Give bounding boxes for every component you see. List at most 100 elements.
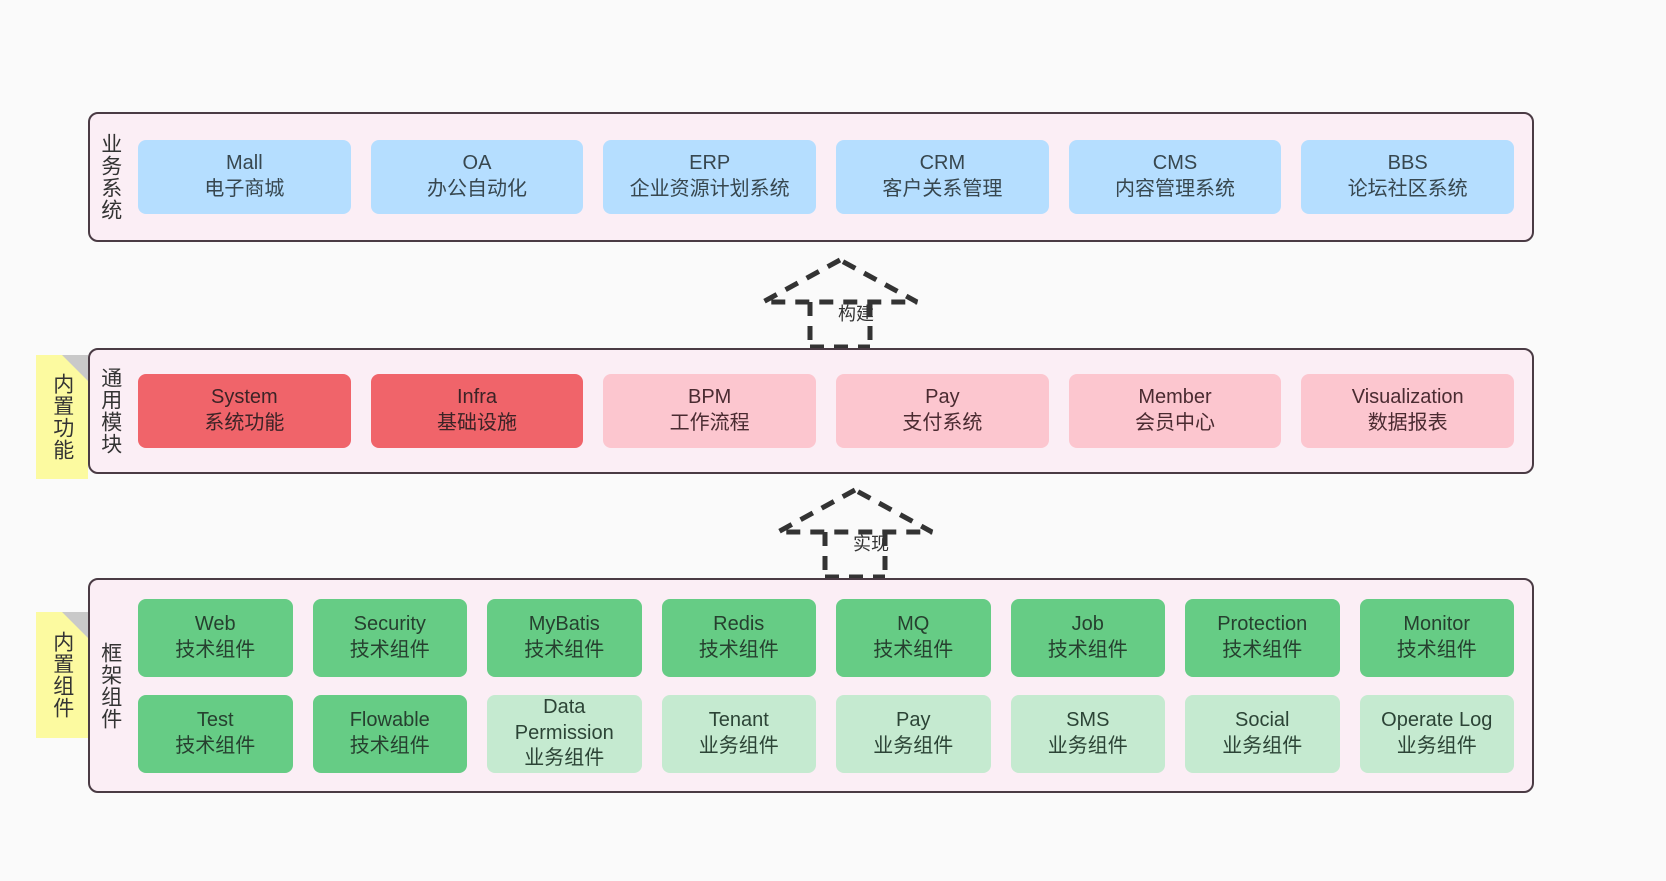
node-subtitle: 业务组件 (524, 747, 605, 770)
node-title: Visualization (1351, 386, 1464, 409)
arrow-build-icon (761, 257, 919, 350)
node-title: Protection (1217, 612, 1308, 635)
row: Web 技术组件 Security 技术组件 MyBatis 技术组件 Redi… (138, 598, 1514, 677)
node-member[interactable]: Member 会员中心 (1068, 374, 1282, 448)
node-title: Security (353, 612, 426, 635)
node-title: MQ (897, 612, 930, 635)
node-subtitle: 业务组件 (1396, 734, 1477, 757)
layer-business-systems-body: Mall 电子商城 OA 办公自动化 ERP 企业资源计划系统 CRM 客户关系… (130, 114, 1532, 240)
node-title: Pay (896, 708, 931, 731)
layer-business-systems: 业务系统 Mall 电子商城 OA 办公自动化 ERP 企业资源计划系统 CRM… (88, 112, 1534, 242)
arrow-build: 构建 (755, 252, 925, 352)
note-builtin-features-text: 内置功能 (50, 373, 74, 461)
node-subtitle: 数据报表 (1367, 412, 1448, 434)
node-title: Test (196, 708, 234, 731)
node-title: Monitor (1403, 612, 1471, 635)
node-subtitle: 业务组件 (698, 734, 779, 757)
node-bbs[interactable]: BBS 论坛社区系统 (1301, 140, 1515, 214)
node-operate-log[interactable]: Operate Log 业务组件 (1359, 694, 1514, 773)
node-subtitle: 技术组件 (873, 638, 954, 661)
node-subtitle: 电子商城 (204, 178, 285, 200)
node-subtitle: 技术组件 (698, 638, 779, 661)
node-bpm[interactable]: BPM 工作流程 (603, 374, 817, 448)
node-subtitle: 业务组件 (1047, 734, 1128, 757)
node-security[interactable]: Security 技术组件 (312, 598, 467, 677)
node-title: BBS (1387, 152, 1428, 175)
node-subtitle: 技术组件 (1222, 638, 1303, 661)
node-title: ERP (689, 152, 731, 175)
node-system[interactable]: System 系统功能 (138, 374, 351, 448)
node-subtitle: 论坛社区系统 (1347, 178, 1468, 200)
node-monitor[interactable]: Monitor 技术组件 (1359, 598, 1514, 677)
node-title: Web (194, 612, 236, 635)
arrow-implement: 实现 (770, 482, 940, 582)
node-oa[interactable]: OA 办公自动化 (370, 140, 584, 214)
node-erp[interactable]: ERP 企业资源计划系统 (603, 140, 817, 214)
node-title: BPM (688, 386, 732, 409)
node-subtitle: 工作流程 (669, 412, 750, 434)
layer-common-modules-label: 通用模块 (98, 367, 122, 455)
layer-framework-components-body: Web 技术组件 Security 技术组件 MyBatis 技术组件 Redi… (130, 580, 1532, 791)
node-data-permission[interactable]: Data Permission 业务组件 (487, 694, 642, 773)
node-title: Infra (456, 386, 498, 409)
node-subtitle: 技术组件 (175, 734, 256, 757)
node-title: Data Permission (514, 696, 614, 744)
node-job[interactable]: Job 技术组件 (1010, 598, 1165, 677)
node-test[interactable]: Test 技术组件 (138, 694, 293, 773)
node-subtitle: 技术组件 (349, 638, 430, 661)
node-visualization[interactable]: Visualization 数据报表 (1301, 374, 1515, 448)
node-mybatis[interactable]: MyBatis 技术组件 (487, 598, 642, 677)
arrow-implement-label: 实现 (853, 534, 889, 554)
node-cms[interactable]: CMS 内容管理系统 (1068, 140, 1282, 214)
row: Test 技术组件 Flowable 技术组件 Data Permission … (138, 694, 1514, 773)
node-title: OA (462, 152, 492, 175)
node-subtitle: 技术组件 (524, 638, 605, 661)
node-subtitle: 基础设施 (437, 412, 517, 434)
node-subtitle: 企业资源计划系统 (629, 178, 790, 200)
node-title: SMS (1066, 708, 1110, 731)
node-title: CRM (919, 152, 966, 175)
node-subtitle: 支付系统 (902, 412, 983, 434)
node-title: Member (1138, 386, 1212, 409)
layer-framework-components-label: 框架组件 (98, 641, 122, 730)
node-protection[interactable]: Protection 技术组件 (1185, 598, 1340, 677)
node-flowable[interactable]: Flowable 技术组件 (312, 694, 467, 773)
node-subtitle: 技术组件 (349, 734, 430, 757)
note-builtin-components: 内置组件 (36, 612, 88, 738)
node-redis[interactable]: Redis 技术组件 (661, 598, 816, 677)
node-title: Job (1071, 612, 1104, 635)
node-subtitle: 技术组件 (1396, 638, 1477, 661)
node-infra[interactable]: Infra 基础设施 (370, 374, 584, 448)
note-builtin-features: 内置功能 (36, 355, 88, 479)
layer-common-modules: 通用模块 System 系统功能 Infra 基础设施 BPM 工作流程 Pay… (88, 348, 1534, 474)
node-mall[interactable]: Mall 电子商城 (138, 140, 351, 214)
node-web[interactable]: Web 技术组件 (138, 598, 293, 677)
node-social[interactable]: Social 业务组件 (1185, 694, 1340, 773)
layer-common-modules-body: System 系统功能 Infra 基础设施 BPM 工作流程 Pay 支付系统… (130, 350, 1532, 472)
node-title: CMS (1152, 152, 1198, 175)
node-subtitle: 内容管理系统 (1115, 178, 1236, 200)
node-subtitle: 会员中心 (1135, 412, 1216, 434)
node-title: MyBatis (528, 612, 600, 635)
layer-framework-components: 框架组件 Web 技术组件 Security 技术组件 MyBatis 技术组件… (88, 578, 1534, 793)
node-subtitle: 技术组件 (175, 638, 256, 661)
node-crm[interactable]: CRM 客户关系管理 (836, 140, 1049, 214)
node-title: Tenant (708, 708, 769, 731)
node-pay-business[interactable]: Pay 业务组件 (836, 694, 991, 773)
row: Mall 电子商城 OA 办公自动化 ERP 企业资源计划系统 CRM 客户关系… (138, 140, 1515, 214)
node-tenant[interactable]: Tenant 业务组件 (661, 694, 816, 773)
node-title: System (210, 386, 278, 409)
row: System 系统功能 Infra 基础设施 BPM 工作流程 Pay 支付系统… (138, 374, 1515, 448)
node-title: Social (1235, 708, 1290, 731)
node-subtitle: 客户关系管理 (882, 178, 1003, 200)
node-sms[interactable]: SMS 业务组件 (1010, 694, 1165, 773)
node-pay[interactable]: Pay 支付系统 (836, 374, 1049, 448)
node-subtitle: 系统功能 (204, 412, 285, 434)
node-mq[interactable]: MQ 技术组件 (836, 598, 991, 677)
node-title: Mall (226, 152, 263, 175)
arrow-build-label: 构建 (838, 304, 874, 324)
node-subtitle: 业务组件 (1222, 734, 1303, 757)
layer-business-systems-label: 业务系统 (98, 133, 122, 221)
node-title: Flowable (349, 708, 430, 731)
